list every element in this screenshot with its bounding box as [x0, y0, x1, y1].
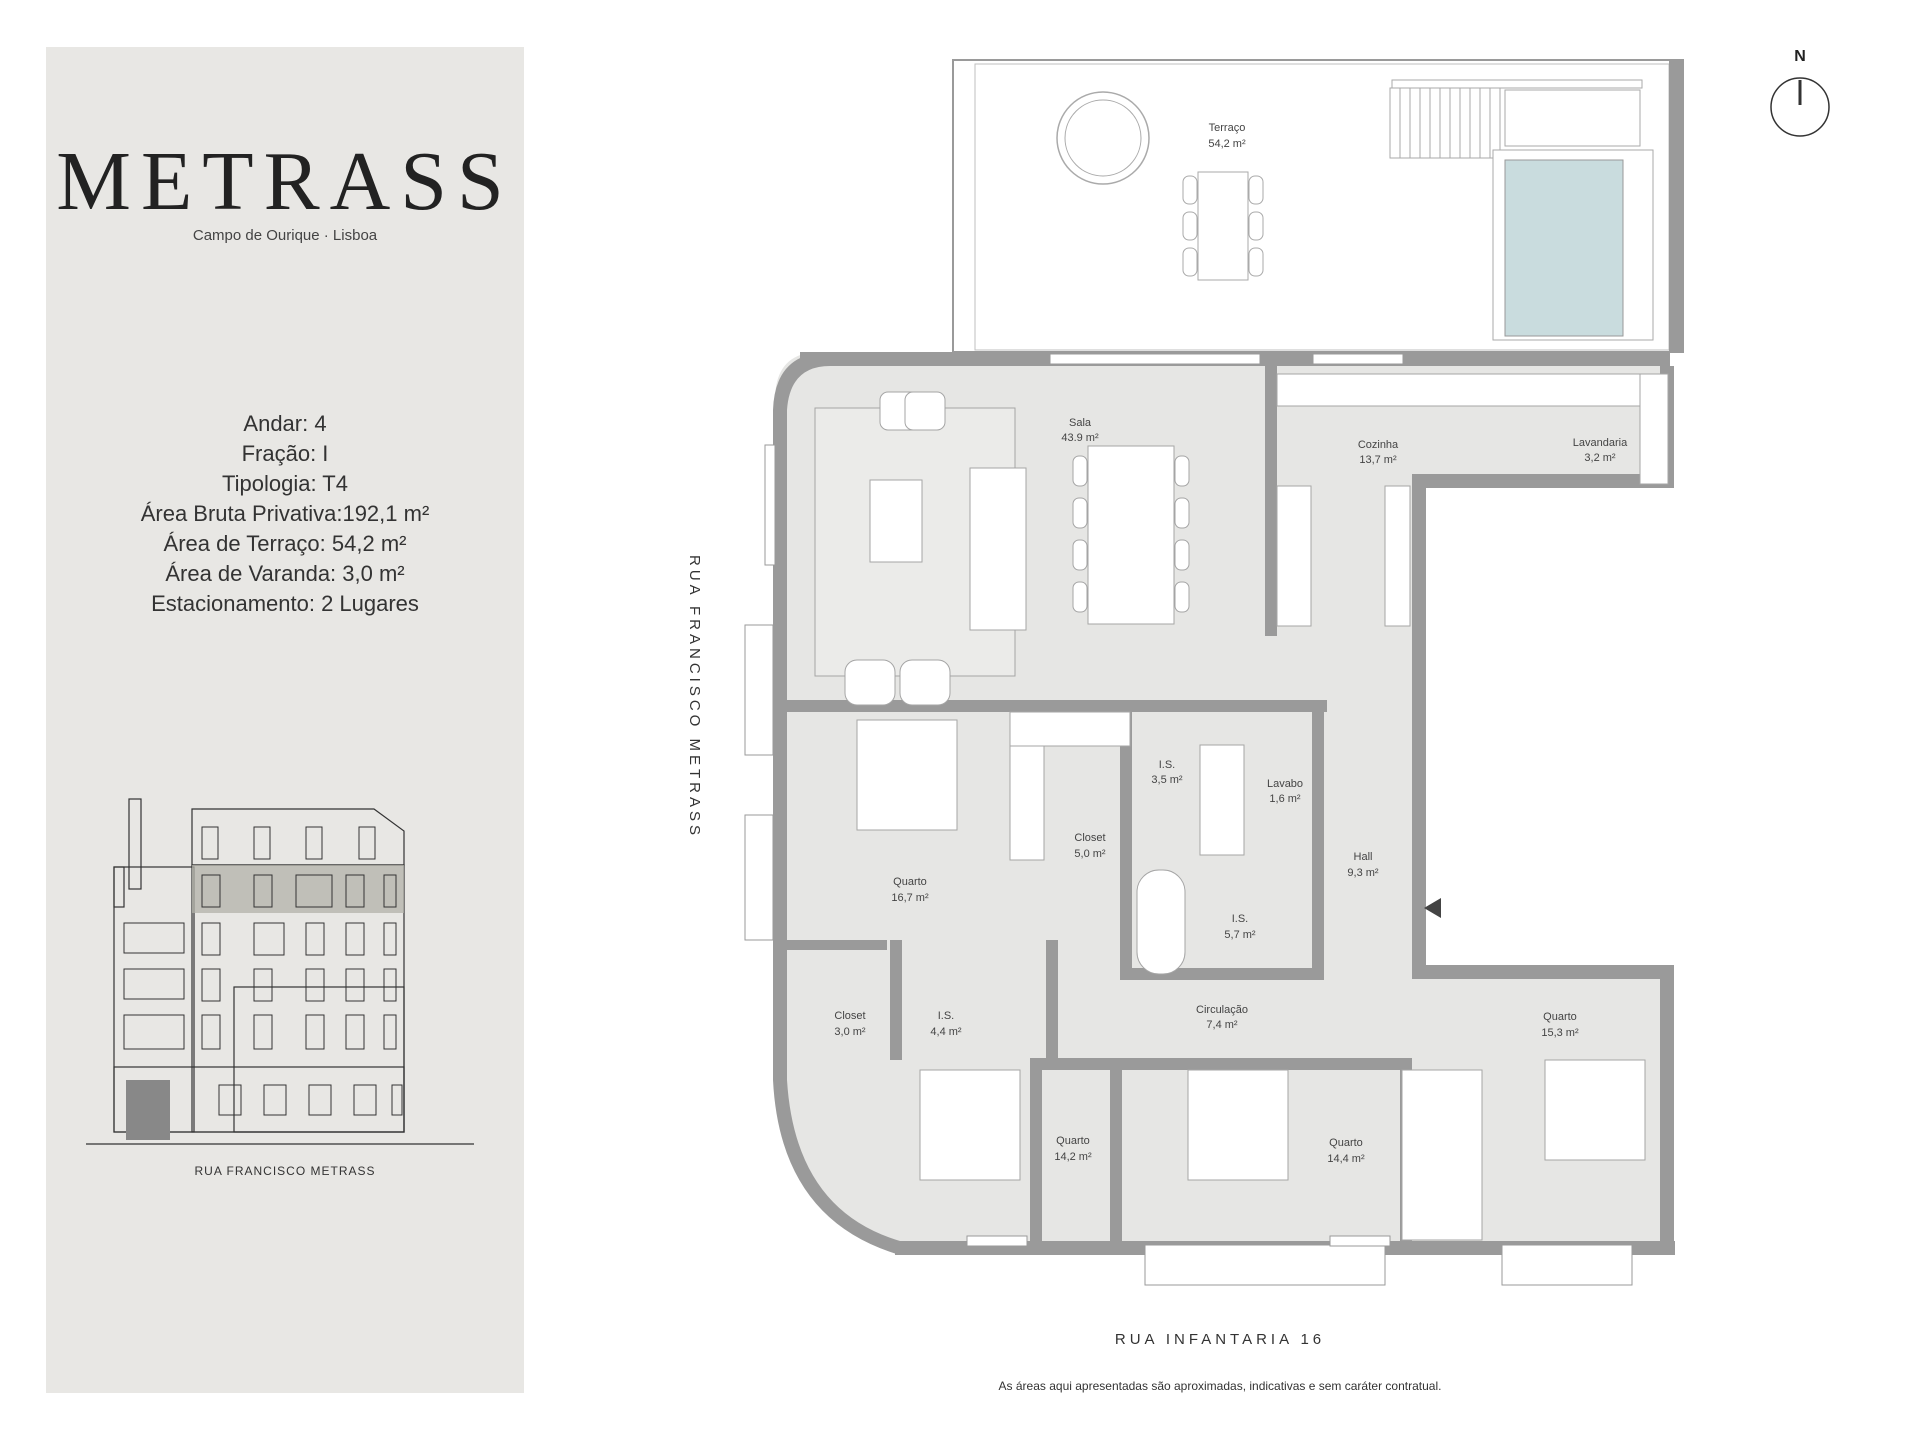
terrace-area [952, 59, 1684, 353]
room-label: Hall [1354, 851, 1373, 863]
unit-specs: Andar: 4 Fração: I Tipologia: T4 Área Br… [46, 409, 524, 619]
room-area: 5,7 m² [1224, 929, 1256, 941]
room-label: I.S. [938, 1010, 955, 1022]
room-area: 1,6 m² [1269, 793, 1301, 805]
compass-north-label: N [1794, 48, 1806, 65]
room-label: Quarto [893, 876, 927, 888]
room-label: Quarto [1056, 1135, 1090, 1147]
room-area: 3,2 m² [1584, 452, 1616, 464]
disclaimer-text: As áreas aqui apresentadas são aproximad… [998, 1379, 1442, 1393]
entrance-arrow-icon [1424, 898, 1441, 918]
room-label: I.S. [1159, 759, 1176, 771]
room-area: 14,2 m² [1054, 1151, 1092, 1163]
room-label: Circulação [1196, 1004, 1248, 1016]
room-area: 16,7 m² [891, 892, 929, 904]
spec-floor: Andar: 4 [243, 411, 327, 436]
room-label: Closet [834, 1010, 865, 1022]
room-label: Lavabo [1267, 778, 1303, 790]
spec-parking: Estacionamento: 2 Lugares [151, 591, 419, 616]
street-label-west: RUA FRANCISCO METRASS [686, 555, 703, 839]
room-area: 9,3 m² [1347, 867, 1379, 879]
windows [744, 353, 1633, 1286]
room-label: Closet [1074, 832, 1105, 844]
room-area: 3,5 m² [1151, 774, 1183, 786]
room-label: Sala [1069, 417, 1092, 429]
furniture [814, 373, 1669, 1241]
spec-gross-area: Área Bruta Privativa:192,1 m² [140, 501, 430, 526]
brand-logo: METRASS [56, 135, 514, 228]
room-label: Quarto [1329, 1137, 1363, 1149]
spec-terrace-area: Área de Terraço: 54,2 m² [163, 531, 407, 556]
room-area: 13,7 m² [1359, 454, 1397, 466]
room-label: I.S. [1232, 913, 1249, 925]
room-label: Quarto [1543, 1011, 1577, 1023]
spec-fraction: Fração: I [241, 441, 329, 466]
spec-balcony-area: Área de Varanda: 3,0 m² [165, 561, 405, 586]
room-area: 43.9 m² [1061, 432, 1099, 444]
room-label: Cozinha [1358, 439, 1399, 451]
room-label: Terraço [1209, 122, 1246, 134]
building-facade-illustration [86, 798, 474, 1145]
compass-icon: N [1770, 48, 1830, 137]
spec-typology: Tipologia: T4 [222, 471, 348, 496]
room-area: 5,0 m² [1074, 848, 1106, 860]
street-label-south: RUA INFANTARIA 16 [1115, 1331, 1325, 1348]
room-labels: Terraço 54,2 m² Sala 43.9 m² Cozinha 13,… [834, 122, 1628, 1165]
room-area: 14,4 m² [1327, 1153, 1365, 1165]
room-area: 15,3 m² [1541, 1027, 1579, 1039]
room-label: Lavandaria [1573, 437, 1628, 449]
facade-street-caption: RUA FRANCISCO METRASS [194, 1164, 376, 1178]
brand-subtitle: Campo de Ourique · Lisboa [192, 227, 378, 244]
info-panel: METRASS Campo de Ourique · Lisboa Andar:… [46, 47, 524, 1393]
room-area: 4,4 m² [930, 1026, 962, 1038]
room-area: 3,0 m² [834, 1026, 866, 1038]
walls [773, 352, 1675, 1255]
room-area: 54,2 m² [1208, 138, 1246, 150]
room-area: 7,4 m² [1206, 1019, 1238, 1031]
